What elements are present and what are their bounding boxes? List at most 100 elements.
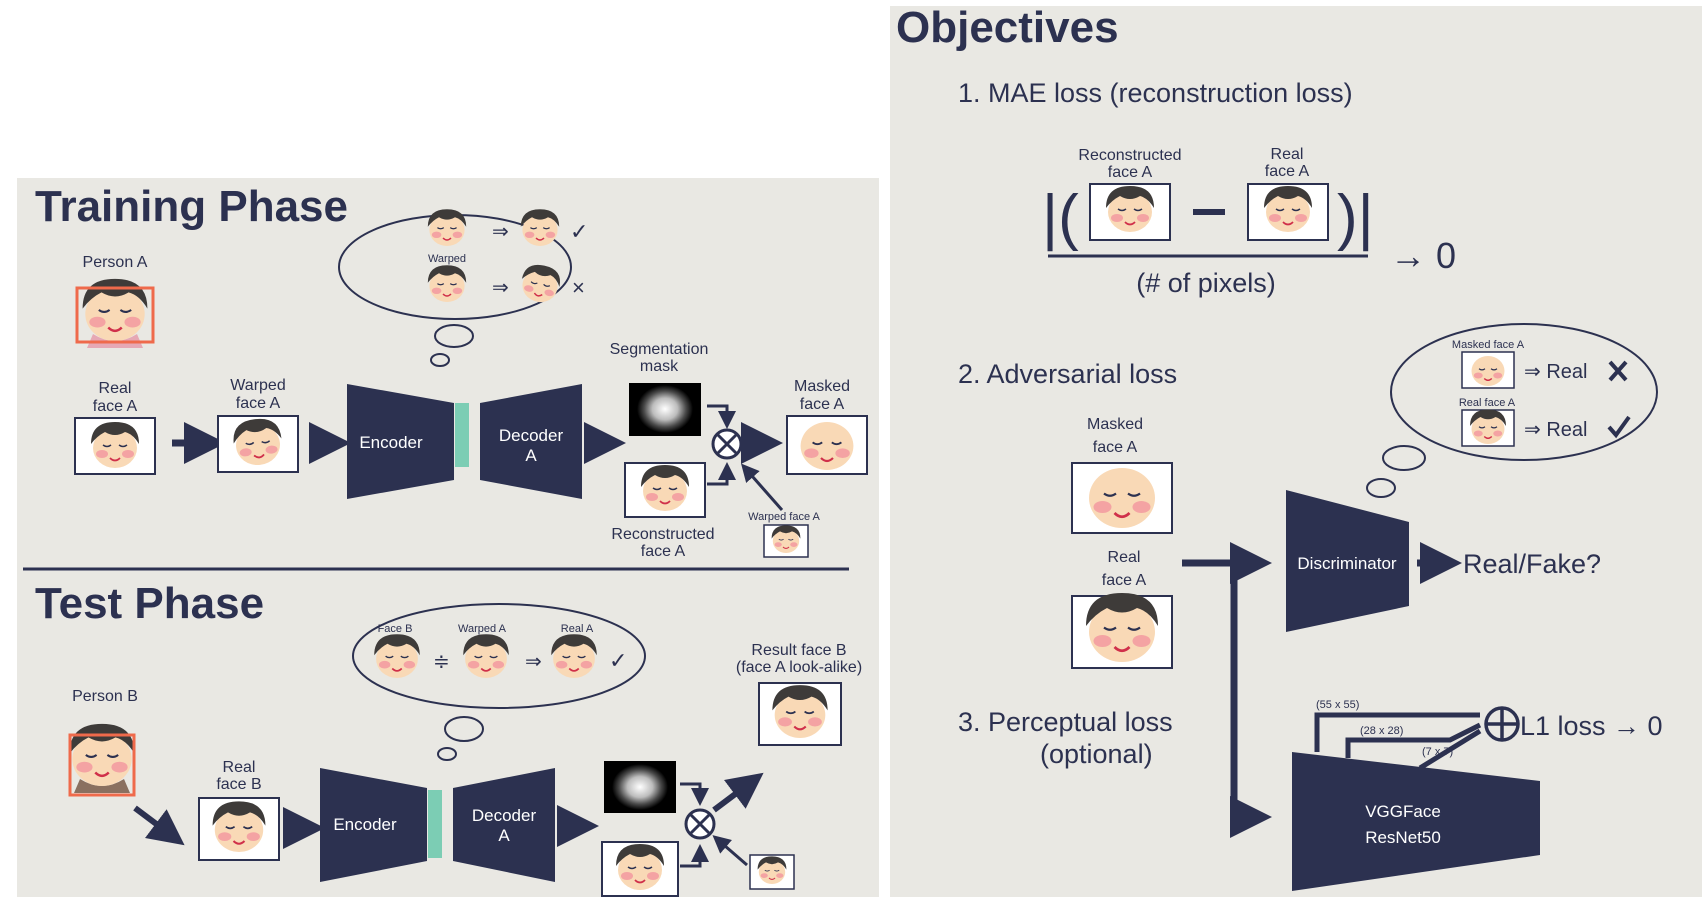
test-mask-shape [612,764,668,810]
training-decoder [480,384,582,499]
mask-to-multiply-line [707,404,736,429]
adv-real-image [1071,593,1173,669]
reconstructed-face-image [624,462,706,518]
test-thought-bubble [352,603,646,709]
thought-real-label: Real face A [1459,397,1516,409]
test-title: Test Phase [35,579,264,628]
adv-thought-dot-1 [1382,445,1426,471]
test-encoder-label: Encoder [333,815,397,834]
thought-face-b [374,634,420,678]
thought-real-image [1461,409,1515,447]
person-a-label: Person A [83,254,148,271]
feature-line-7 [1418,728,1482,771]
person-b-avatar [68,724,136,797]
test-multiply-cross [688,812,712,836]
real-fake-label: Real/Fake? [1463,549,1601,579]
real-face-a-image [74,417,156,475]
thought-face-1 [428,209,466,246]
training-title: Training Phase [35,182,348,231]
test-warped-small-image [749,854,795,890]
training-encoder [347,384,454,499]
l1-loss-label: L1 loss → 0 [1520,711,1663,741]
test-latent [428,790,442,858]
thought-implies-1: ⇒ [492,221,509,243]
discriminator-label: Discriminator [1297,554,1397,573]
right-diagram: Objectives 1. MAE loss (reconstruction l… [896,6,1663,891]
thought-check-icon-right [1607,415,1631,439]
warped-face-a-image [217,415,299,473]
test-thought-dot-1 [444,716,484,742]
dim-55: (55 x 55) [1316,699,1359,711]
test-decoder [453,768,555,882]
mae-abs-open: |( [1042,183,1079,252]
thought-face-3 [428,265,466,302]
test-warped-to-multiply [712,835,748,867]
thought-masked-image [1461,351,1515,389]
thought-implies-2: ⇒ [492,277,509,299]
recon-to-multiply-line [707,462,736,486]
dim-28: (28 x 28) [1360,725,1403,737]
thought-cross-icon: × [572,275,585,300]
arrow-to-result [712,772,764,813]
test-mask-to-multiply [680,782,709,806]
mae-abs-close: )| [1337,183,1374,252]
thought-warped-label: Warped [428,253,466,265]
right-panel: Objectives 1. MAE loss (reconstruction l… [890,6,1702,897]
test-recon-to-multiply [680,844,709,868]
thought-real-2: ⇒ Real [1524,419,1587,441]
test-encoder [320,768,427,882]
objectives-title: Objectives [896,6,1119,52]
warped-small-image [763,524,809,558]
feature-line-55 [1314,712,1480,752]
feature-line-28 [1345,722,1482,758]
adv-masked-image [1071,462,1173,534]
thought-face-4 [518,262,563,306]
person-b-label: Person B [72,688,138,705]
sum-icon [1484,706,1520,742]
thought-real-a [551,634,597,678]
mae-denominator: (# of pixels) [1136,268,1276,298]
mae-real-image [1247,183,1329,241]
warped-small-label: Warped face A [748,511,820,523]
dim-7: (7 x 7) [1422,746,1453,758]
result-face-b-image [758,682,842,746]
training-encoder-label: Encoder [359,433,423,452]
thought-warped-a-label: Warped A [458,623,507,635]
mae-title: 1. MAE loss (reconstruction loss) [958,78,1353,108]
arrow-to-vgg [1230,563,1272,838]
thought-cross-icon-right [1608,360,1628,382]
test-thought-dot-2 [437,747,457,761]
result-face-b-label: Result face B(face A look-alike) [736,642,862,676]
vgg-block [1292,752,1540,891]
adv-title: 2. Adversarial loss [958,359,1177,389]
thought-masked-label: Masked face A [1452,339,1525,351]
thought-approx-icon: ≑ [433,651,450,673]
perc-title: 3. Perceptual loss(optional) [958,707,1173,769]
adv-thought-dot-2 [1366,478,1396,498]
person-a-avatar [75,279,155,348]
training-thought-dot-2 [430,353,450,367]
warped-to-multiply-line [741,463,784,511]
arrow-person-b-to-face [133,805,185,846]
training-latent [455,403,469,467]
test-recon-image [601,841,679,897]
thought-warped-a [463,634,509,678]
sum-plus [1487,709,1517,739]
thought-implies-3: ⇒ [525,651,542,673]
segmentation-mask-shape [637,385,693,433]
